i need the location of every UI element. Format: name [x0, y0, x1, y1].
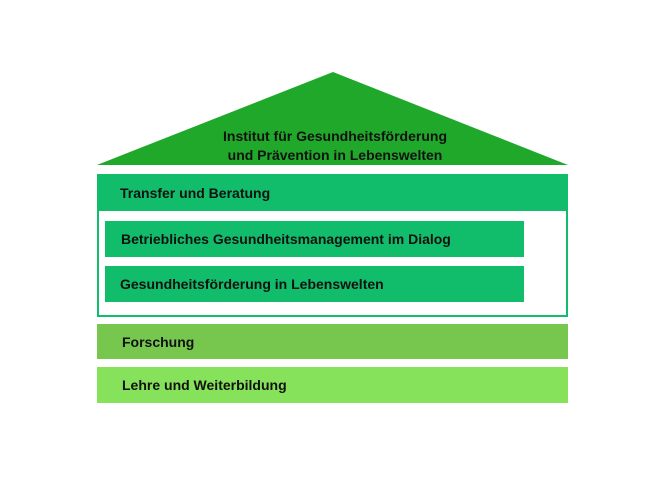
lehre-bar: Lehre und Weiterbildung — [97, 367, 568, 403]
forschung-label: Forschung — [122, 333, 195, 350]
transfer-label: Transfer und Beratung — [120, 184, 271, 201]
roof-shape — [97, 72, 568, 165]
forschung-bar: Forschung — [97, 324, 568, 359]
bgm-bar: Betriebliches Gesundheitsmanagement im D… — [105, 221, 524, 257]
bgm-label: Betriebliches Gesundheitsmanagement im D… — [121, 231, 451, 247]
lehre-label: Lehre und Weiterbildung — [122, 377, 287, 393]
transfer-bar: Transfer und Beratung — [97, 174, 568, 211]
roof-title-line1: Institut für Gesundheitsförderung — [223, 128, 447, 144]
roof-title: Institut für Gesundheitsförderung und Pr… — [190, 127, 480, 165]
lebenswelten-bar: Gesundheitsförderung in Lebenswelten — [105, 266, 524, 302]
lebenswelten-label: Gesundheitsförderung in Lebenswelten — [120, 276, 384, 292]
roof-title-line2: und Prävention in Lebenswelten — [227, 147, 443, 163]
